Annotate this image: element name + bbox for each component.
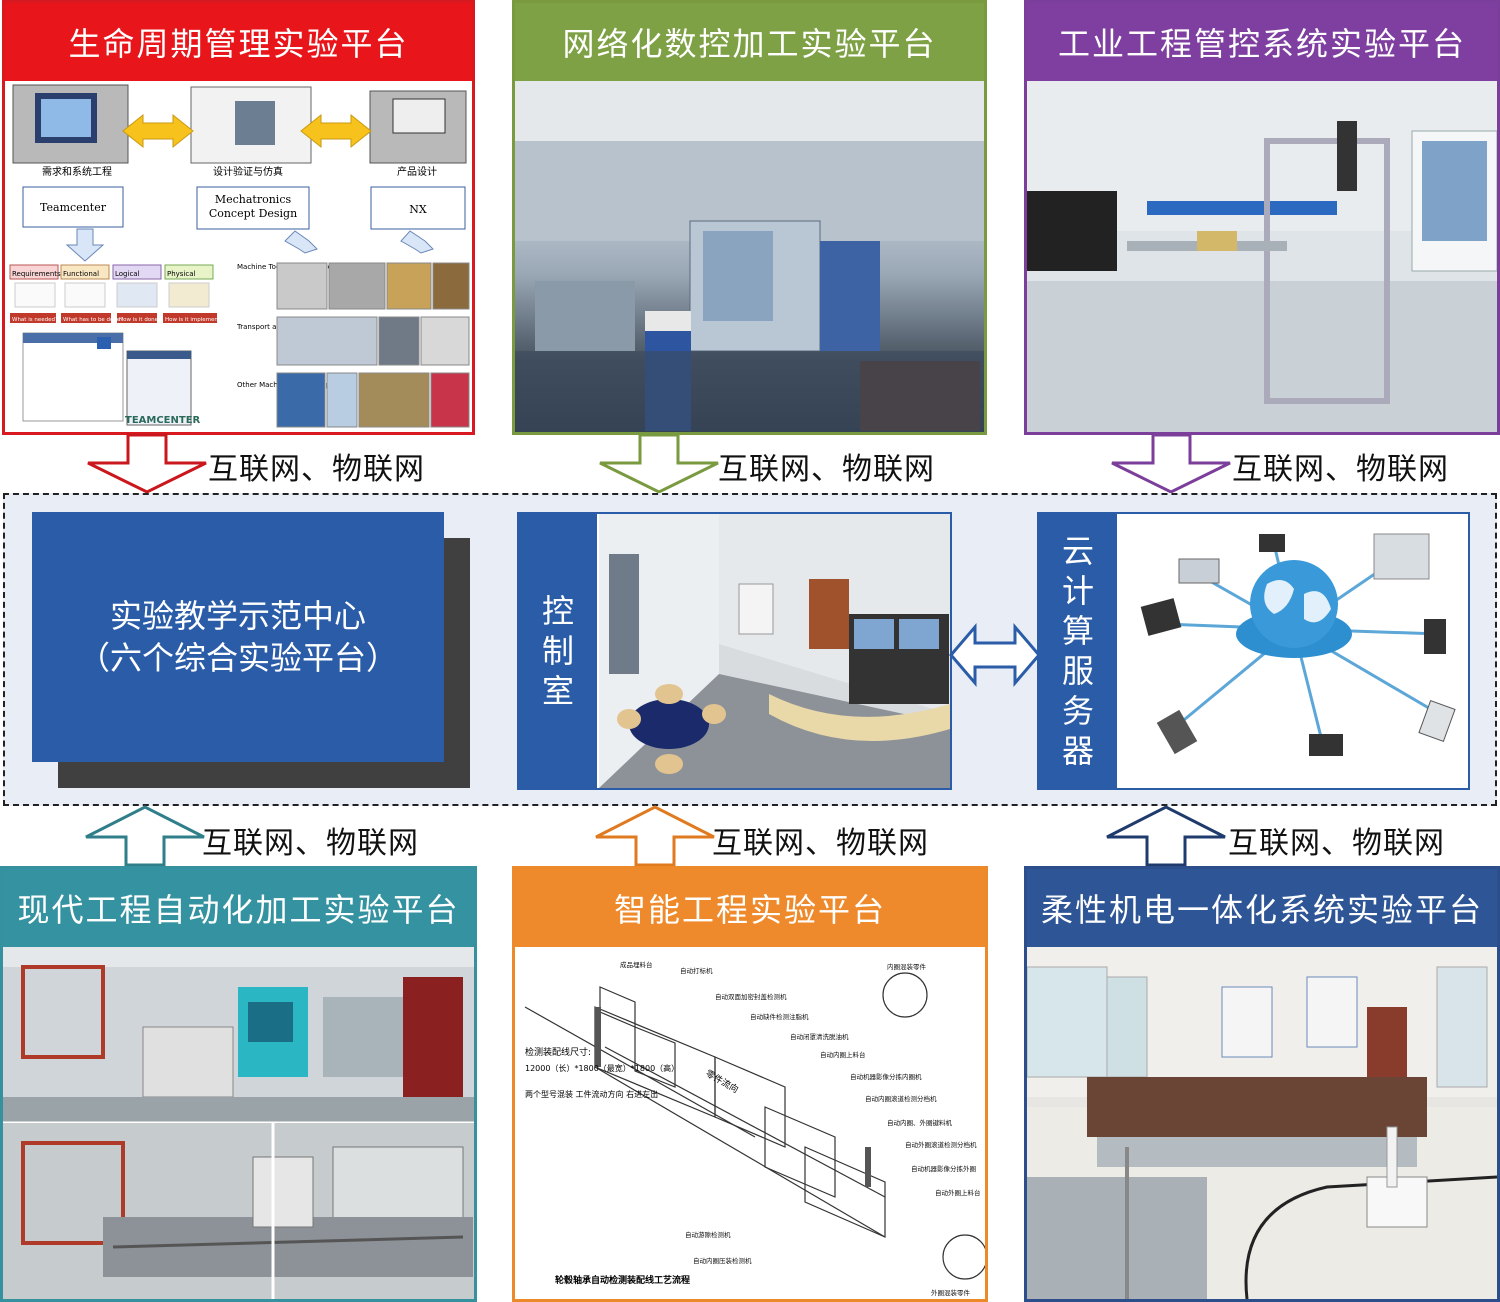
box-nx: NX xyxy=(409,203,427,216)
box-mcd-line2: Concept Design xyxy=(209,207,297,220)
callout-7: 自动机器影像分拣内圈机 xyxy=(850,1072,922,1081)
mechatronics-lab-photo xyxy=(1027,947,1497,1299)
mechatronics-platform-panel: 柔性机电一体化系统实验平台 xyxy=(1024,866,1500,1302)
line-size-label: 检测装配线尺寸: xyxy=(525,1046,591,1058)
cloud-char-5: 务 xyxy=(1061,692,1094,730)
lifecycle-figure: 需求和系统工程 设计验证与仿真 产品设计 Teamcenter Mechatro… xyxy=(5,81,472,432)
callout-1: 成品埋料台 xyxy=(620,960,653,969)
label-sim: 设计验证与仿真 xyxy=(213,165,283,178)
callout-9: 自动内圈、外圈键料机 xyxy=(887,1118,953,1127)
callout-11: 自动机器影像分拣外圈 xyxy=(911,1164,976,1173)
teamcenter-brand: TEAMCENTER xyxy=(125,415,201,426)
control-room-render xyxy=(599,514,950,788)
callout-3: 自动双面加密封盖检测机 xyxy=(715,992,787,1001)
control-room-char-1: 控 xyxy=(541,592,574,630)
intelligent-platform-title: 智能工程实验平台 xyxy=(515,869,985,947)
line-note: 两个型号混装 工件流动方向 右进左出 xyxy=(525,1089,658,1099)
arrows-top xyxy=(87,433,1231,494)
mechatronics-platform-title: 柔性机电一体化系统实验平台 xyxy=(1027,869,1497,947)
automation-lab-photos xyxy=(3,947,474,1299)
assembly-line-drawing: 检测装配线尺寸: 12000（长）*1800（最宽）*1800（高） 两个型号混… xyxy=(515,947,985,1299)
automation-platform-panel: 现代工程自动化加工实验平台 xyxy=(0,866,477,1302)
automation-platform-title: 现代工程自动化加工实验平台 xyxy=(3,869,474,947)
cloud-char-1: 云 xyxy=(1061,532,1094,570)
rflp-p: Physical xyxy=(167,270,196,278)
lifecycle-platform-title: 生命周期管理实验平台 xyxy=(5,3,472,81)
cloud-server-box: 云 计 算 服 务 器 xyxy=(1037,512,1470,790)
link-label-bottom-left: 互联网、物联网 xyxy=(202,826,419,861)
industrial-platform-title: 工业工程管控系统实验平台 xyxy=(1027,3,1497,81)
link-label-top-right: 互联网、物联网 xyxy=(1232,452,1449,487)
lifecycle-platform-panel: 生命周期管理实验平台 需求和系统工程 设计验证与仿真 产品设计 Teamcent… xyxy=(2,0,475,435)
main-center-title: 实验教学示范中心 xyxy=(109,597,366,635)
double-arrow xyxy=(949,622,1041,688)
cloud-char-2: 计 xyxy=(1061,572,1094,610)
cnc-platform-panel: 网络化数控加工实验平台 xyxy=(512,0,987,435)
label-prod: 产品设计 xyxy=(397,165,437,178)
callout-12: 自动外圈上料台 xyxy=(935,1188,981,1197)
line-caption: 轮毂轴承自动检测装配线工艺流程 xyxy=(555,1274,690,1286)
line-size-value: 12000（长）*1800（最宽）*1800（高） xyxy=(525,1063,679,1073)
rflp-l: Logical xyxy=(115,270,140,278)
main-center-subtitle: （六个综合实验平台） xyxy=(77,639,398,677)
industrial-lab-photo xyxy=(1027,81,1497,432)
cloud-char-3: 算 xyxy=(1061,612,1094,650)
control-room-char-3: 室 xyxy=(541,672,574,710)
callout-6: 自动内圈上料台 xyxy=(820,1050,866,1059)
cloud-network-illustration xyxy=(1119,514,1468,788)
callout-5: 自动闭罩清洗脱油机 xyxy=(790,1032,849,1041)
cloud-char-4: 服 xyxy=(1061,652,1094,690)
callout-16: 外圈混装零件 xyxy=(931,1288,971,1297)
control-room-char-2: 制 xyxy=(541,632,574,670)
link-label-bottom-right: 互联网、物联网 xyxy=(1228,826,1445,861)
question-2: What has to be done? xyxy=(63,317,123,323)
cnc-workshop-photo xyxy=(515,81,984,432)
lifecycle-diagram: 需求和系统工程 设计验证与仿真 产品设计 Teamcenter Mechatro… xyxy=(9,84,470,428)
arrows-bottom xyxy=(85,805,1226,867)
cnc-platform-title: 网络化数控加工实验平台 xyxy=(515,3,984,81)
callout-14: 自动内圈压装检测机 xyxy=(693,1256,752,1265)
callout-2: 自动打标机 xyxy=(680,966,713,975)
label-req: 需求和系统工程 xyxy=(42,165,112,178)
cloud-char-6: 器 xyxy=(1061,732,1094,770)
link-label-top-center: 互联网、物联网 xyxy=(718,452,935,487)
box-teamcenter: Teamcenter xyxy=(40,201,107,214)
control-room-label: 控 制 室 xyxy=(519,514,597,788)
callout-4: 自动缺件检测注脂机 xyxy=(750,1012,809,1021)
control-room-box: 控 制 室 xyxy=(517,512,952,790)
callout-10: 自动外圈滚道检测分档机 xyxy=(905,1140,977,1149)
cloud-server-label: 云 计 算 服 务 器 xyxy=(1039,514,1117,788)
main-center-box: 实验教学示范中心 （六个综合实验平台） xyxy=(32,512,444,762)
question-4: How is it implemented? xyxy=(165,317,230,323)
flow-label: 零件流向 xyxy=(704,1067,741,1095)
callout-8: 自动内圈滚道检测分档机 xyxy=(865,1094,937,1103)
box-mcd-line1: Mechatronics xyxy=(215,193,292,206)
link-label-top-left: 互联网、物联网 xyxy=(208,452,425,487)
callout-13: 自动游隙检测机 xyxy=(685,1230,731,1239)
link-label-bottom-center: 互联网、物联网 xyxy=(712,826,929,861)
industrial-platform-panel: 工业工程管控系统实验平台 xyxy=(1024,0,1500,435)
rflp-r: Requirements xyxy=(12,270,61,278)
callout-15: 内圈混装零件 xyxy=(887,962,927,971)
intelligent-platform-panel: 智能工程实验平台 检测装配线尺寸: 12000（长）*1800（最宽） xyxy=(512,866,988,1302)
rflp-f: Functional xyxy=(63,270,99,278)
question-3: How is it done? xyxy=(119,317,161,323)
question-1: What is needed? xyxy=(12,317,58,323)
